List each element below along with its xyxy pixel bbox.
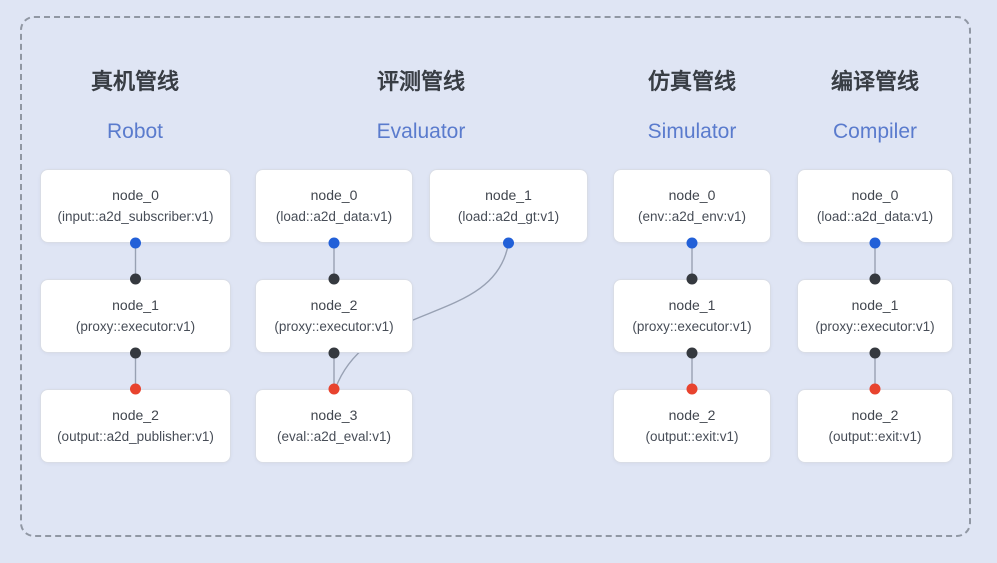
node-type: (proxy::executor:v1): [632, 318, 752, 334]
node-name: node_0: [112, 187, 159, 203]
node-name: node_0: [668, 187, 716, 203]
node-box-robot-node0: node_0 (input::a2d_subscriber:v1): [40, 169, 231, 243]
pipeline-title-cn-simulator: 仿真管线: [647, 69, 737, 94]
node-name: node_1: [851, 297, 899, 313]
node-name: node_0: [310, 187, 358, 203]
pipeline-title-en-evaluator: Evaluator: [376, 120, 466, 143]
node-name: node_2: [310, 297, 358, 313]
node-type: (output::exit:v1): [645, 428, 739, 444]
pipeline-title-en-robot: Robot: [106, 120, 164, 143]
node-name: node_1: [668, 297, 716, 313]
pipeline-title-cn-evaluator: 评测管线: [376, 69, 466, 94]
node-type: (proxy::executor:v1): [274, 318, 394, 334]
node-box-evaluator-node3: node_3 (eval::a2d_eval:v1): [255, 389, 413, 463]
node-type: (load::a2d_data:v1): [275, 208, 393, 224]
node-type: (load::a2d_data:v1): [816, 208, 934, 224]
node-box-simulator-node1: node_1 (proxy::executor:v1): [613, 279, 771, 353]
node-type: (load::a2d_gt:v1): [457, 208, 560, 224]
node-type: (eval::a2d_eval:v1): [276, 428, 392, 444]
node-name: node_0: [851, 187, 899, 203]
node-name: node_2: [112, 407, 159, 423]
node-box-simulator-node0: node_0 (env::a2d_env:v1): [613, 169, 771, 243]
node-type: (proxy::executor:v1): [815, 318, 935, 334]
node-box-evaluator-node2: node_2 (proxy::executor:v1): [255, 279, 413, 353]
pipeline-group-frame: [20, 16, 971, 537]
node-name: node_1: [485, 187, 532, 203]
pipeline-title-en-simulator: Simulator: [647, 120, 737, 143]
pipeline-title-en-compiler: Compiler: [832, 120, 918, 143]
pipeline-title-cn-compiler: 编译管线: [830, 69, 920, 94]
node-name: node_1: [112, 297, 159, 313]
node-type: (proxy::executor:v1): [75, 318, 196, 334]
node-box-evaluator-node1: node_1 (load::a2d_gt:v1): [429, 169, 588, 243]
node-name: node_2: [668, 407, 716, 423]
node-type: (output::a2d_publisher:v1): [57, 428, 214, 444]
node-type: (env::a2d_env:v1): [637, 208, 747, 224]
node-box-evaluator-node0: node_0 (load::a2d_data:v1): [255, 169, 413, 243]
node-box-compiler-node0: node_0 (load::a2d_data:v1): [797, 169, 953, 243]
node-box-compiler-node1: node_1 (proxy::executor:v1): [797, 279, 953, 353]
node-box-robot-node2: node_2 (output::a2d_publisher:v1): [40, 389, 231, 463]
node-box-compiler-node2: node_2 (output::exit:v1): [797, 389, 953, 463]
node-name: node_2: [851, 407, 899, 423]
node-box-simulator-node2: node_2 (output::exit:v1): [613, 389, 771, 463]
node-box-robot-node1: node_1 (proxy::executor:v1): [40, 279, 231, 353]
node-type: (input::a2d_subscriber:v1): [57, 208, 214, 224]
node-type: (output::exit:v1): [828, 428, 922, 444]
pipeline-title-cn-robot: 真机管线: [90, 69, 180, 94]
node-name: node_3: [310, 407, 358, 423]
